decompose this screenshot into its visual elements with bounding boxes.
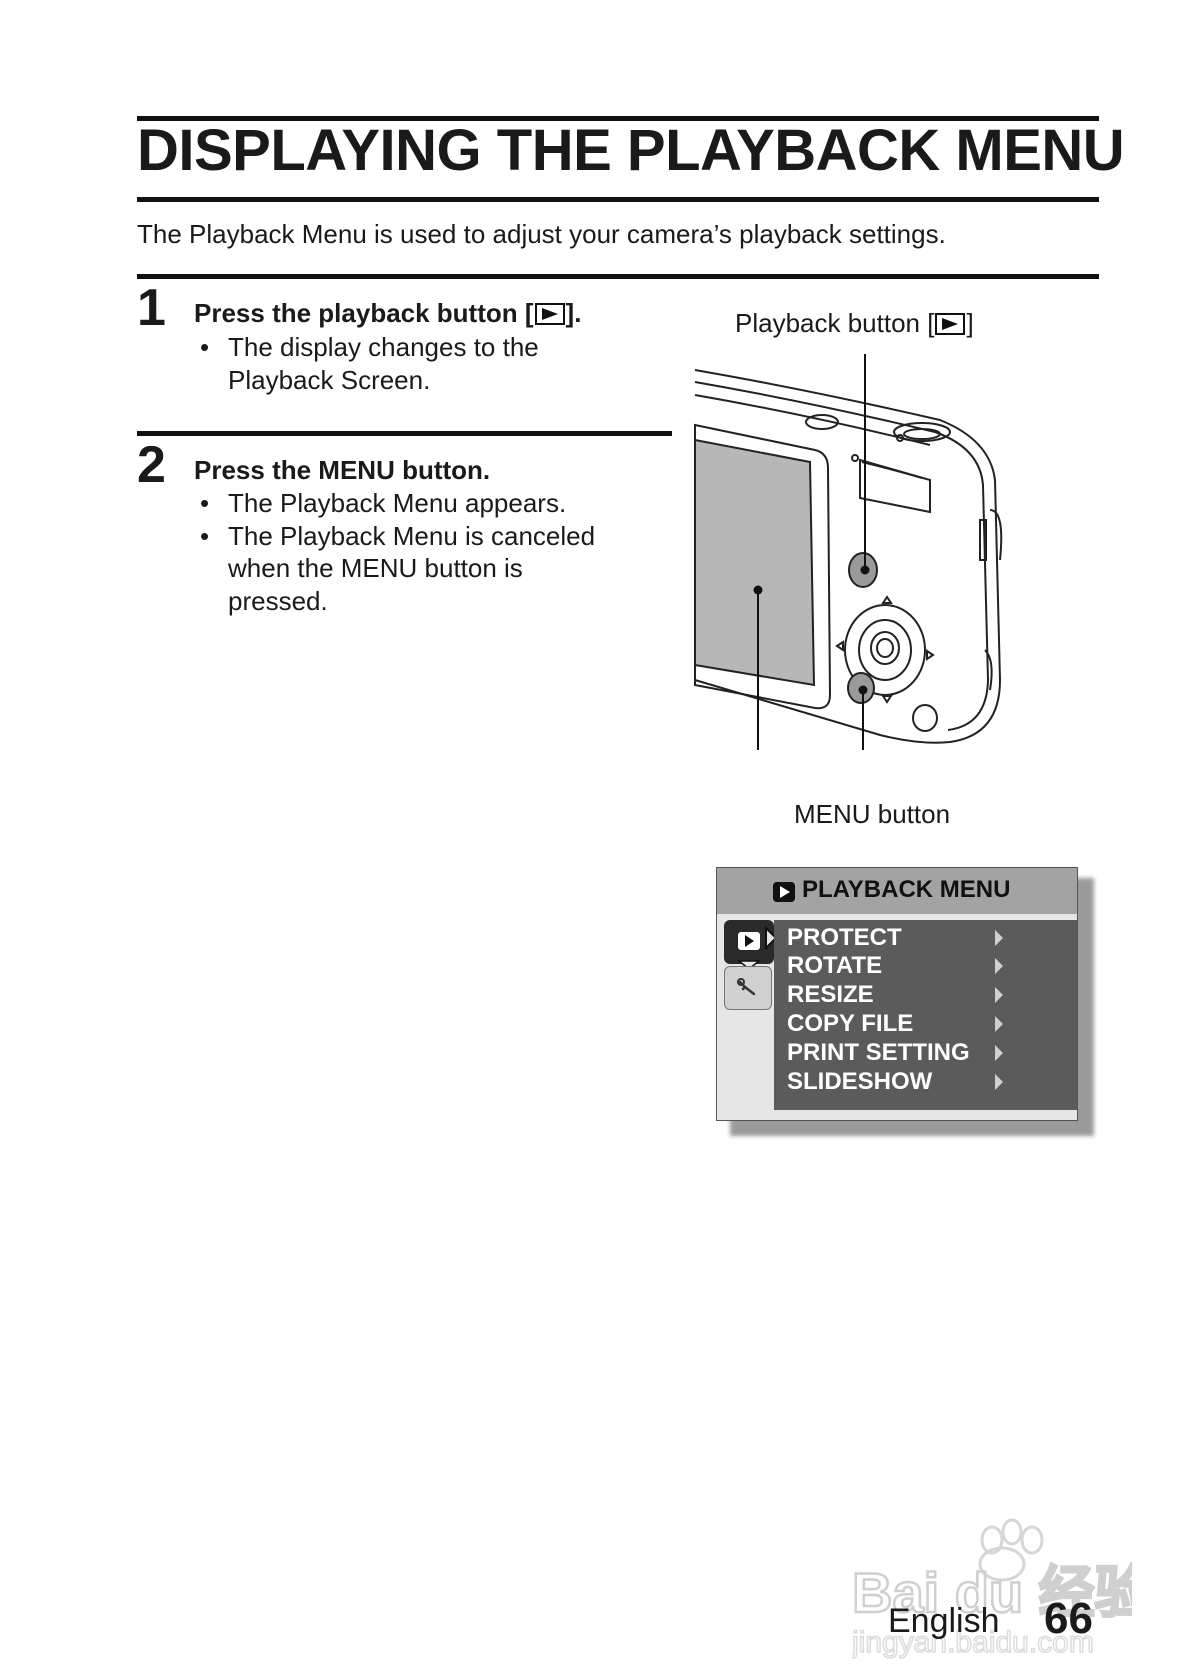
page-title: DISPLAYING THE PLAYBACK MENU xyxy=(137,118,1125,183)
step-2-number: 2 xyxy=(137,436,166,494)
svg-text:Bai du 经验: Bai du 经验 xyxy=(852,1561,1132,1624)
list-item: when the MENU button is xyxy=(228,553,523,583)
list-item: •The Playback Menu appears. xyxy=(200,488,567,518)
wrench-icon xyxy=(737,978,756,996)
playback-menu-screen: PLAYBACK MENU PROTECT ROTATE RESIZE xyxy=(716,867,1078,1121)
menu-item-protect[interactable]: PROTECT xyxy=(774,924,1077,952)
list-item: pressed. xyxy=(228,585,328,616)
step-1-heading-suffix: ]. xyxy=(565,298,582,328)
step-1-bullets: •The display changes to the Playback Scr… xyxy=(194,331,539,396)
section-rule xyxy=(137,274,1099,279)
menu-item-copy-file[interactable]: COPY FILE xyxy=(774,1010,1077,1038)
baidu-watermark: Bai du 经验 jingyan.baidu.com xyxy=(852,1518,1132,1660)
svg-text:jingyan.baidu.com: jingyan.baidu.com xyxy=(852,1626,1094,1659)
chevron-right-icon xyxy=(995,930,1003,946)
playback-icon xyxy=(773,882,795,902)
camera-illustration xyxy=(694,354,1003,750)
menu-list: PROTECT ROTATE RESIZE COPY FILE PRINT SE… xyxy=(774,920,1077,1110)
chevron-right-icon xyxy=(995,1074,1003,1090)
top-rule xyxy=(137,116,1099,121)
list-item: Playback Screen. xyxy=(228,364,431,395)
menu-item-resize[interactable]: RESIZE xyxy=(774,981,1077,1009)
playback-button-icon xyxy=(534,303,565,325)
playback-button-callout: Playback button [] xyxy=(735,308,974,338)
chevron-down-icon xyxy=(738,960,760,970)
list-item: •The display changes to the xyxy=(200,332,539,362)
menu-header: PLAYBACK MENU xyxy=(717,868,1077,914)
intro-text: The Playback Menu is used to adjust your… xyxy=(137,219,946,249)
menu-item-rotate[interactable]: ROTATE xyxy=(774,952,1077,980)
menu-header-label: PLAYBACK MENU xyxy=(802,876,1011,903)
step-1-heading: Press the playback button []. xyxy=(194,298,581,329)
page-number: 66 xyxy=(1044,1594,1093,1643)
menu-button-callout: MENU button xyxy=(794,799,951,829)
chevron-right-icon xyxy=(995,987,1003,1003)
step-divider xyxy=(137,431,672,436)
step-2-heading: Press the MENU button. xyxy=(194,455,491,485)
title-underline xyxy=(137,197,1099,202)
playback-icon xyxy=(738,932,760,950)
step-1-number: 1 xyxy=(137,279,166,337)
tab-setup[interactable] xyxy=(724,966,772,1010)
menu-item-slideshow[interactable]: SLIDESHOW xyxy=(774,1068,1077,1096)
list-item: •The Playback Menu is canceled xyxy=(200,520,596,551)
chevron-right-icon xyxy=(995,1045,1003,1061)
menu-item-print-setting[interactable]: PRINT SETTING xyxy=(774,1039,1077,1067)
tab-selector-arrow-icon xyxy=(765,926,778,950)
step-2-bullets: •The Playback Menu appears. •The Playbac… xyxy=(194,487,595,617)
playback-button-icon xyxy=(935,313,966,335)
chevron-right-icon xyxy=(995,1016,1003,1032)
step-1-heading-prefix: Press the playback button [ xyxy=(194,298,534,328)
footer-language: English xyxy=(888,1602,1000,1640)
chevron-right-icon xyxy=(995,958,1003,974)
